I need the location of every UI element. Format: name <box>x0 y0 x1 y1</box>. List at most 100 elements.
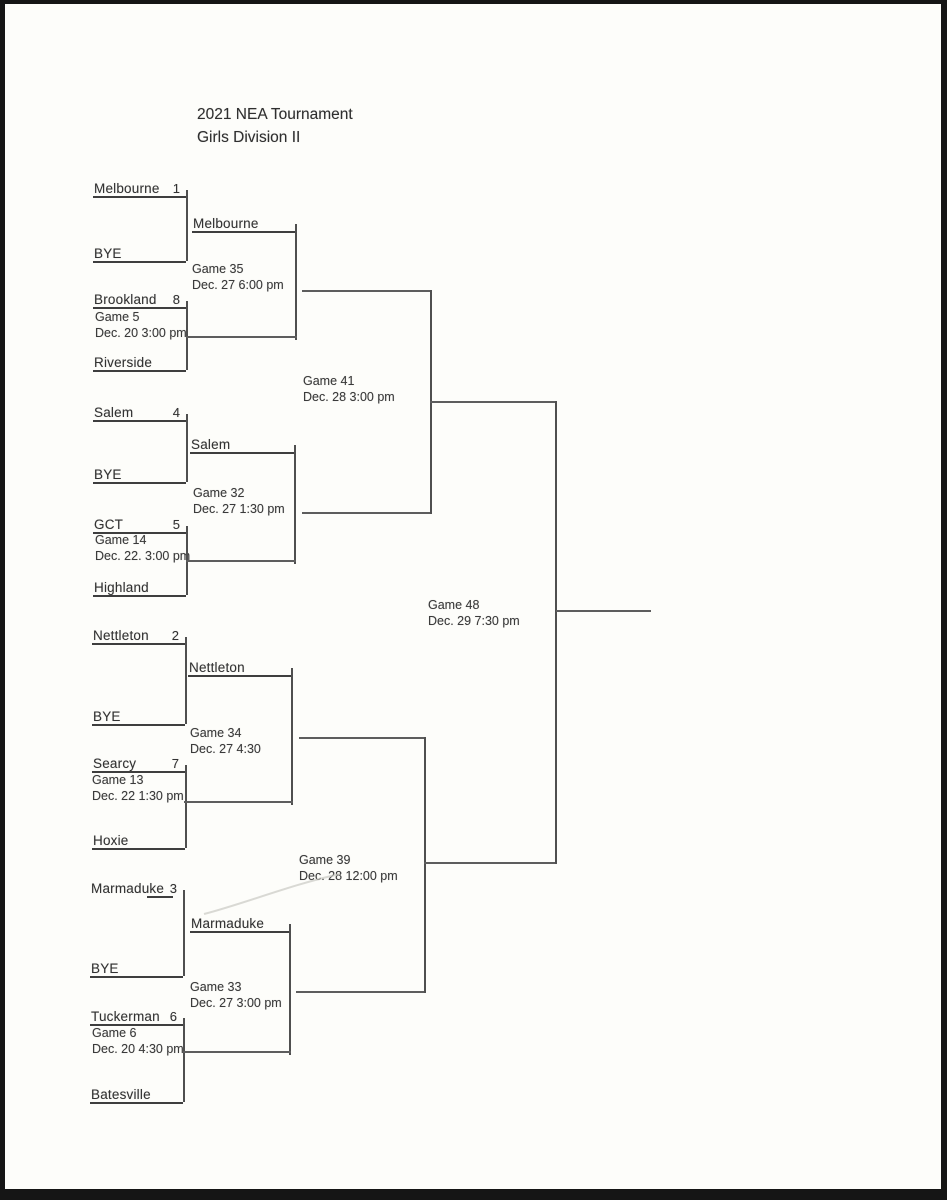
team-seed: 8 <box>172 292 180 307</box>
r1-slot-riverside: Riverside <box>93 349 186 372</box>
team-name: Batesville <box>91 1087 151 1102</box>
r1-slot-searcy: Searcy 7 <box>92 750 185 773</box>
bracket-hline-g41-out <box>430 401 557 403</box>
bracket-vline-r1-q1a <box>186 190 188 261</box>
r2-slot-salem: Salem <box>190 431 296 454</box>
team-seed: 3 <box>169 881 177 896</box>
division-subtitle: Girls Division II <box>197 129 301 146</box>
game-number-label: Game 32 <box>193 486 245 500</box>
feeder-note-game6: Game 6 Dec. 20 4:30 pm <box>92 1026 184 1057</box>
game-note-35: Game 35 Dec. 27 6:00 pm <box>192 262 284 293</box>
r1-slot-bye-1: BYE <box>93 240 186 263</box>
bracket-hline-r2-q3-bottom <box>184 801 293 803</box>
scan-edge-top <box>0 0 947 4</box>
team-name: Hoxie <box>93 833 129 848</box>
r2-slot-melbourne: Melbourne <box>192 210 297 233</box>
team-name: Salem <box>94 405 134 420</box>
bracket-vline-r2-q3 <box>291 668 293 805</box>
r1-slot-highland: Highland <box>93 574 186 597</box>
bracket-vline-sf-bottom <box>424 737 426 993</box>
game-note-32: Game 32 Dec. 27 1:30 pm <box>193 486 285 517</box>
bracket-vline-r1-q3b <box>185 765 187 848</box>
r1-slot-tuckerman: Tuckerman 6 <box>90 1003 183 1026</box>
bracket-vline-r1-q1b <box>186 301 188 370</box>
r2-slot-marmaduke: Marmaduke <box>190 910 290 933</box>
bracket-vline-r1-q4b <box>183 1018 185 1102</box>
team-seed: 4 <box>172 405 180 420</box>
team-name: BYE <box>93 709 121 724</box>
bracket-hline-r2-q2-bottom <box>186 560 296 562</box>
bracket-vline-r1-q4a <box>183 890 185 976</box>
game-note-41: Game 41 Dec. 28 3:00 pm <box>303 374 395 405</box>
r2-slot-nettleton: Nettleton <box>188 654 293 677</box>
r1-slot-hoxie: Hoxie <box>92 827 185 850</box>
bracket-vline-r2-q2 <box>294 445 296 564</box>
team-name: Riverside <box>94 355 153 370</box>
r1-slot-bye-4: BYE <box>90 955 183 978</box>
bracket-hline-g39-out <box>424 862 556 864</box>
pencil-smudge-artifact <box>203 873 341 915</box>
feeder-note-game14: Game 14 Dec. 22. 3:00 pm <box>95 533 190 564</box>
game-time-label: Dec. 22. 3:00 pm <box>95 548 191 563</box>
game-time-label: Dec. 28 12:00 pm <box>299 868 398 883</box>
team-seed: 2 <box>171 628 179 643</box>
tournament-title: 2021 NEA Tournament <box>197 106 353 123</box>
game-time-label: Dec. 28 3:00 pm <box>303 389 395 404</box>
game-note-33: Game 33 Dec. 27 3:00 pm <box>190 980 282 1011</box>
feeder-note-game5: Game 5 Dec. 20 3:00 pm <box>95 310 187 341</box>
r1-slot-bye-3: BYE <box>92 703 185 726</box>
game-time-label: Dec. 29 7:30 pm <box>428 613 520 628</box>
bracket-hline-g33-out <box>296 991 426 993</box>
game-number-label: Game 34 <box>190 726 242 740</box>
bracket-vline-final <box>555 401 557 864</box>
game-number-label: Game 48 <box>428 598 480 612</box>
r1-slot-salem: Salem 4 <box>93 399 186 422</box>
game-time-label: Dec. 22 1:30 pm <box>92 788 184 803</box>
bracket-hline-r2-q4-bottom <box>183 1051 291 1053</box>
game-time-label: Dec. 27 6:00 pm <box>192 277 284 292</box>
team-seed: 5 <box>172 517 180 532</box>
team-seed: 6 <box>169 1009 177 1024</box>
game-note-39: Game 39 Dec. 28 12:00 pm <box>299 853 398 884</box>
r1-slot-batesville: Batesville <box>90 1081 183 1104</box>
team-name: Melbourne <box>94 181 160 196</box>
team-name: Highland <box>94 580 149 595</box>
game-time-label: Dec. 27 3:00 pm <box>190 995 282 1010</box>
bracket-vline-r2-q4 <box>289 924 291 1055</box>
game-note-48: Game 48 Dec. 29 7:30 pm <box>428 598 520 629</box>
scan-edge-right <box>941 0 947 1200</box>
team-seed: 1 <box>172 181 180 196</box>
bracket-vline-r1-q3a <box>185 637 187 724</box>
bracket-hline-g34-out <box>299 737 426 739</box>
game-number-label: Game 5 <box>95 310 140 324</box>
team-name: Nettleton <box>93 628 149 643</box>
r1-slot-nettleton: Nettleton 2 <box>92 622 185 645</box>
tournament-title-block: 2021 NEA Tournament Girls Division II <box>197 103 353 149</box>
r1-slot-brookland: Brookland 8 <box>93 286 186 309</box>
bracket-vline-r2-q1 <box>295 224 297 340</box>
game-time-label: Dec. 27 4:30 <box>190 741 261 756</box>
r1-slot-gct: GCT 5 <box>93 511 186 534</box>
feeder-note-game13: Game 13 Dec. 22 1:30 pm <box>92 773 184 804</box>
team-name: Tuckerman <box>91 1009 160 1024</box>
game-note-34: Game 34 Dec. 27 4:30 <box>190 726 261 757</box>
bracket-vline-r1-q2a <box>186 414 188 482</box>
game-time-label: Dec. 20 4:30 pm <box>92 1041 184 1056</box>
bracket-hline-champion <box>556 610 651 612</box>
team-name: Searcy <box>93 756 137 771</box>
game-number-label: Game 33 <box>190 980 242 994</box>
team-name: Brookland <box>94 292 157 307</box>
bracket-hline-r2-q1-bottom <box>186 336 297 338</box>
winner-name: Melbourne <box>193 216 259 231</box>
game-number-label: Game 39 <box>299 853 351 867</box>
team-name: BYE <box>94 246 122 261</box>
team-seed: 7 <box>171 756 179 771</box>
r1-slot-melbourne: Melbourne 1 <box>93 175 186 198</box>
game-number-label: Game 13 <box>92 773 144 787</box>
winner-name: Nettleton <box>189 660 245 675</box>
r1-slot-marmaduke: Marmaduke 3 <box>90 875 183 898</box>
partial-underline <box>147 896 173 898</box>
team-name: GCT <box>94 517 124 532</box>
bracket-hline-g35-out <box>302 290 432 292</box>
